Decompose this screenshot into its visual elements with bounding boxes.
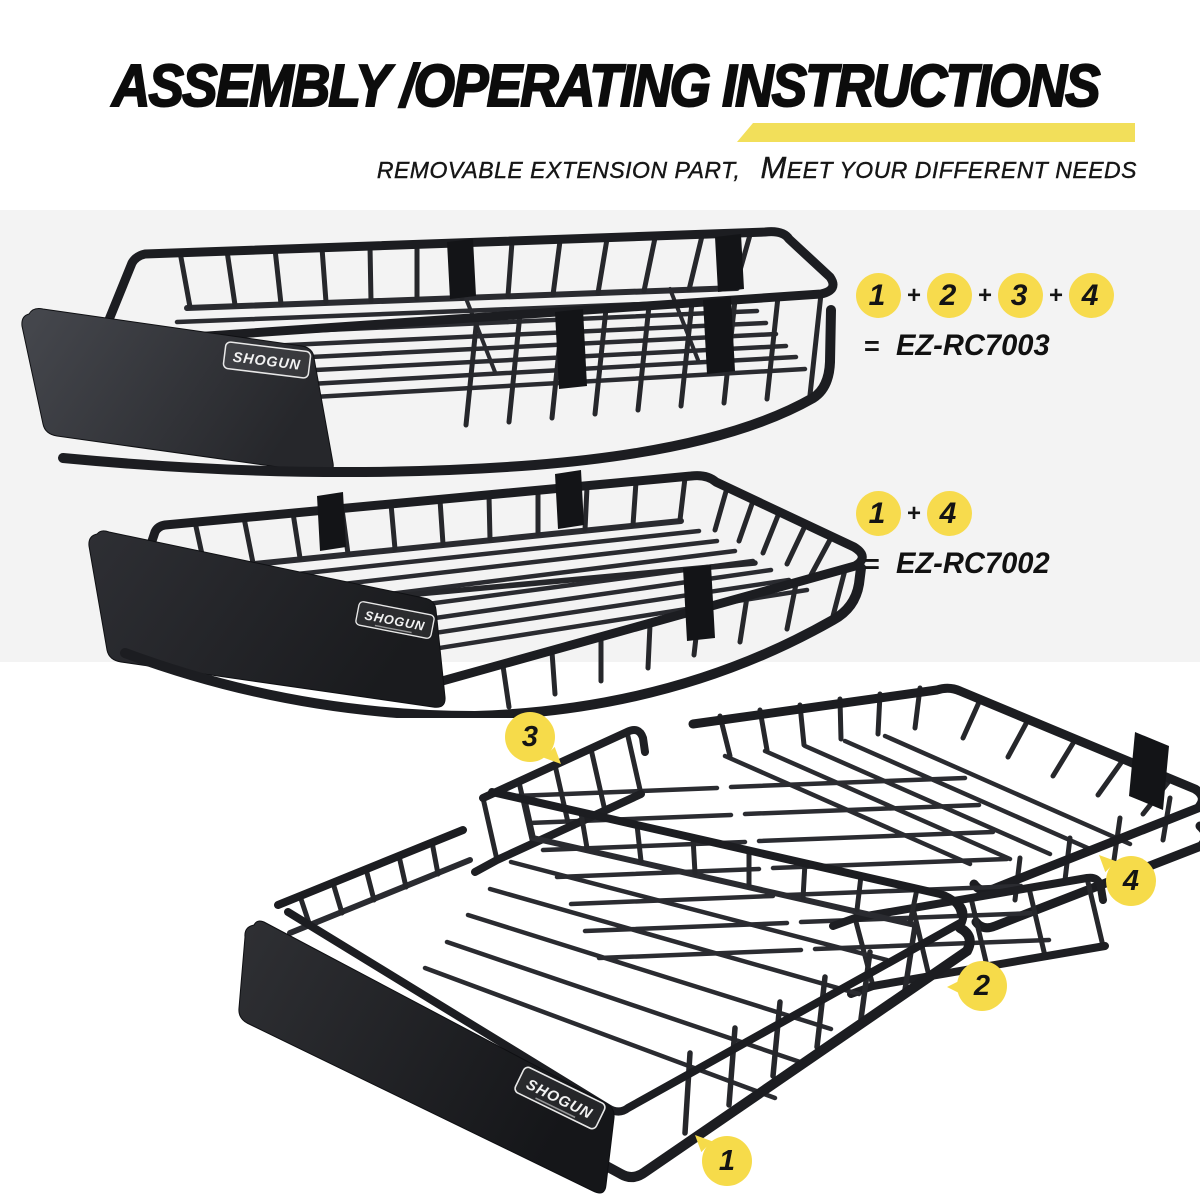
callout-number: 1 — [718, 1144, 736, 1177]
part-1-main-basket: SHOGUN — [238, 788, 975, 1194]
part-number-badge: 4 — [1069, 273, 1115, 318]
combo-result-row: = EZ-RC7003 — [856, 329, 1114, 363]
assembled-basket-rc7003-image: SHOGUN — [21, 227, 838, 478]
combo-result-row: = EZ-RC7002 — [856, 547, 1054, 581]
combo-rc7003: 1 + 2 + 3 + 4 = EZ-RC7003 — [856, 273, 1115, 363]
part-number-badge: 4 — [927, 491, 973, 536]
callout-number: 4 — [1122, 864, 1140, 897]
top-rim — [688, 683, 1200, 896]
floor-slats — [210, 528, 810, 679]
left-wall-bars — [297, 839, 441, 929]
combo-parts-row: 1 + 4 — [856, 491, 1054, 536]
callout-part-1: 1 — [702, 1136, 752, 1186]
bottom-rim-tube — [58, 305, 836, 478]
plus-sign: + — [907, 281, 922, 309]
model-code: EZ-RC7002 — [895, 547, 1050, 580]
equals-sign: = — [864, 330, 880, 361]
front-wall-bars — [682, 923, 918, 1136]
callout-part-2: 2 — [957, 961, 1007, 1011]
back-wall-bars — [717, 685, 923, 759]
right-wall-bars — [712, 485, 834, 578]
callout-number: 2 — [973, 969, 991, 1002]
part-number-badge: 1 — [856, 273, 901, 318]
part-number-badge: 3 — [998, 273, 1044, 318]
top-rim — [99, 227, 838, 347]
right-wall-bars — [960, 697, 1173, 817]
part-number-badge: 1 — [856, 491, 901, 536]
subtitle-lead: REMOVABLE EXTENSION PART, — [376, 157, 741, 183]
mounting-bracket — [1129, 732, 1169, 810]
page-subtitle: REMOVABLE EXTENSION PART, MEET YOUR DIFFE… — [377, 150, 1137, 186]
title-highlight-bar — [737, 123, 1135, 142]
wind-fairing: SHOGUN — [238, 920, 615, 1194]
exploded-parts-image: SHOGUN — [238, 683, 1200, 1194]
plus-sign: + — [978, 281, 993, 309]
back-wall-bars — [177, 232, 753, 310]
assembled-basket-rc7002-image: SHOGUN — [88, 470, 867, 718]
wind-fairing: SHOGUN — [88, 530, 446, 708]
left-wall-tube — [274, 826, 467, 909]
floor-slats — [422, 859, 890, 1101]
callout-part-4: 4 — [1106, 856, 1156, 906]
page-title: ASSEMBLY /OPERATING INSTRUCTIONS — [111, 52, 1101, 120]
bottom-rim-tube — [295, 923, 975, 1182]
equals-sign: = — [864, 548, 880, 579]
subtitle-emphasis-initial: M — [760, 150, 787, 185]
floor-slats — [117, 297, 808, 411]
combo-parts-row: 1 + 2 + 3 + 4 — [856, 273, 1115, 318]
basket-frame — [99, 227, 838, 428]
plus-sign: + — [907, 499, 922, 527]
model-code: EZ-RC7003 — [895, 329, 1050, 362]
connector-slats — [512, 775, 1052, 961]
part-number-badge: 2 — [927, 273, 973, 318]
callout-number: 3 — [521, 720, 539, 753]
combo-rc7002: 1 + 4 = EZ-RC7002 — [856, 491, 1054, 581]
far-wall-bars — [522, 797, 920, 926]
rail-tubes — [471, 726, 649, 876]
subtitle-emphasis-rest: EET YOUR DIFFERENT NEEDS — [786, 157, 1137, 183]
callout-part-3: 3 — [505, 712, 555, 762]
bottom-rim-tube — [120, 563, 866, 718]
brand-logo-plate: SHOGUN — [222, 341, 312, 379]
plus-sign: + — [1049, 281, 1064, 309]
